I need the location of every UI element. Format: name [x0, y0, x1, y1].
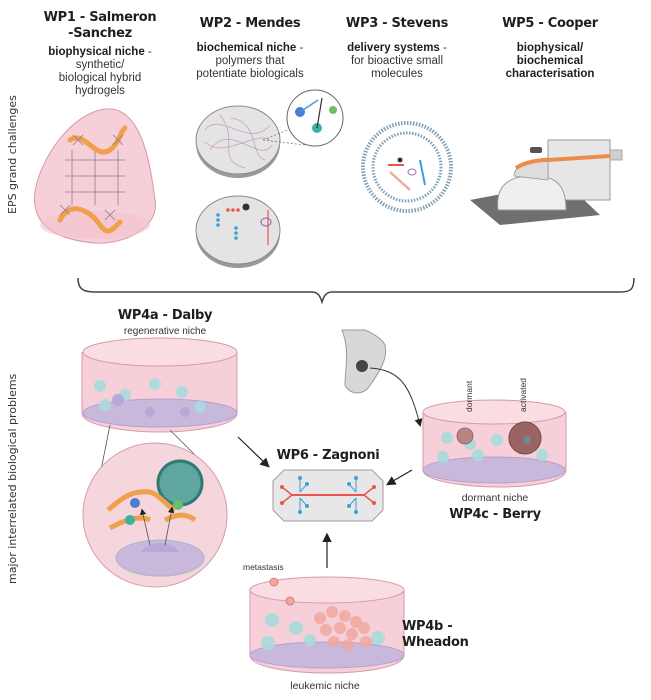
arrow-wp4a-to-wp6	[237, 436, 270, 468]
biologicals-dish-icon	[195, 195, 281, 268]
wp1-header: WP1 - Salmeron -Sanchez biophysical nich…	[30, 10, 170, 98]
wp2-header: WP2 - Mendes biochemical niche - polymer…	[180, 16, 320, 81]
wp1-title-cont: -Sanchez	[68, 26, 132, 41]
microfluidic-chip-icon	[272, 469, 384, 522]
breast-tissue-icon	[341, 329, 387, 394]
wp2-title: WP2 - Mendes	[199, 16, 301, 31]
wp3-description: delivery systems - for bioactive small m…	[332, 42, 462, 81]
wp5-desc-bold: biochemical	[516, 55, 584, 67]
wp1-title: WP1 - Salmeron	[43, 10, 157, 25]
wp5-description: biophysical/ biochemical characterisatio…	[490, 42, 610, 81]
wp5-desc-bold: biophysical/	[516, 42, 584, 54]
leukemic-niche-cylinder-icon	[249, 576, 405, 674]
wp4b-title: WP4b - Wheadon	[402, 619, 469, 650]
dormant-label: dormant	[464, 380, 474, 412]
regenerative-niche-cylinder-icon	[81, 337, 238, 433]
wp4b-niche-label: leukemic niche	[290, 680, 360, 692]
grouping-brace	[77, 277, 635, 305]
wp2-desc-bold: biochemical niche	[196, 42, 297, 54]
wp5-header: WP5 - Cooper biophysical/ biochemical ch…	[490, 16, 610, 81]
wp3-desc-line: molecules	[371, 68, 423, 80]
characterisation-instrument-icon	[470, 139, 623, 225]
arrow-breast-to-dormant	[369, 367, 423, 427]
activated-label: activated	[518, 377, 528, 412]
arrow-wp4c-to-wp6	[385, 469, 413, 486]
wp2-desc-line: polymers that	[215, 55, 285, 67]
wp5-title: WP5 - Cooper	[502, 16, 598, 31]
wp1-desc-line: synthetic/	[75, 59, 125, 71]
wp1-desc-line: biological hybrid	[58, 72, 142, 84]
wp4c-title: WP4c - Berry	[449, 507, 541, 522]
metastasis-label: metastasis	[243, 562, 284, 572]
polymer-dish-icon	[195, 89, 344, 178]
wp6-title: WP6 - Zagnoni	[276, 448, 380, 463]
wp3-header: WP3 - Stevens delivery systems - for bio…	[332, 16, 462, 81]
wp3-title: WP3 - Stevens	[345, 16, 449, 31]
regenerative-niche-zoom-icon	[82, 442, 228, 588]
wp3-desc-line: for bioactive small	[350, 55, 444, 67]
wp1-desc-line: hydrogels	[75, 85, 125, 97]
wp2-desc-line: potentiate biologicals	[196, 68, 304, 80]
wp4a-title: WP4a - Dalby	[117, 308, 213, 323]
wp2-description: biochemical niche - polymers that potent…	[180, 42, 320, 81]
dormant-niche-cylinder-icon	[422, 399, 567, 488]
wp1-description: biophysical niche - synthetic/ biologica…	[30, 46, 170, 98]
wp1-desc-bold: biophysical niche	[48, 46, 145, 58]
wp4a-niche-label: regenerative niche	[123, 326, 207, 337]
liposome-icon	[361, 121, 453, 213]
wp4c-niche-label: dormant niche	[461, 492, 529, 504]
hydrogel-dome-icon	[33, 108, 156, 244]
wp5-desc-bold: characterisation	[505, 68, 595, 80]
wp3-desc-bold: delivery systems	[347, 42, 440, 54]
